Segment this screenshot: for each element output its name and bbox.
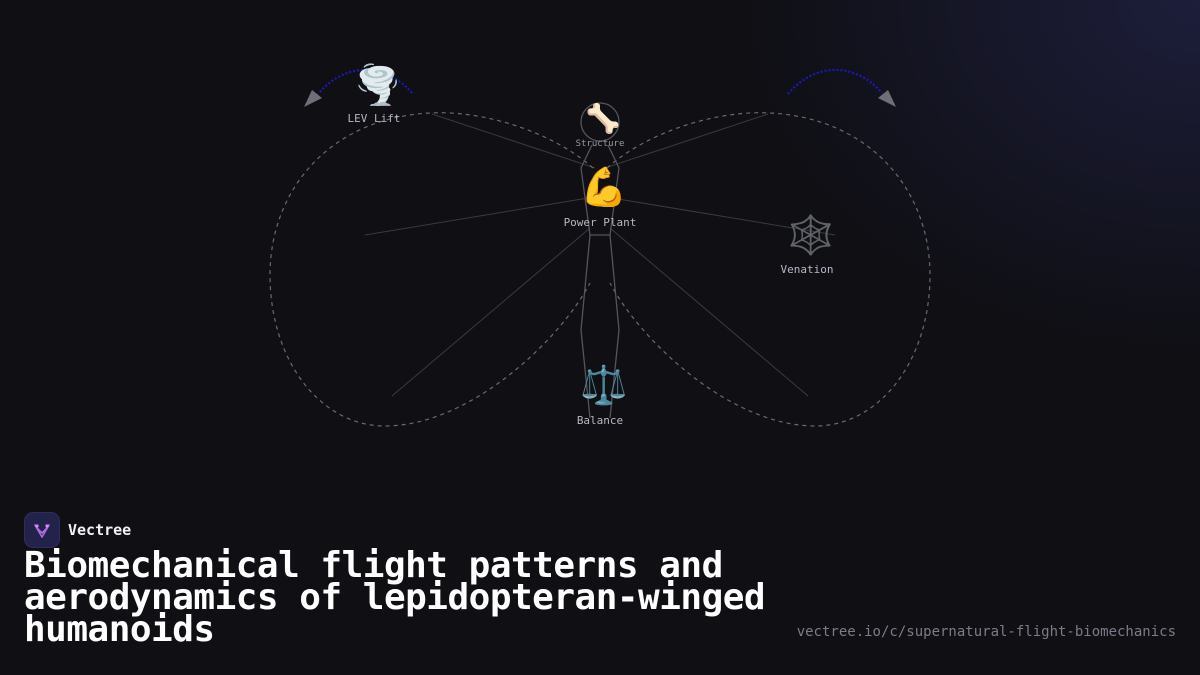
torso-outline bbox=[580, 144, 620, 236]
brand: Vectree bbox=[24, 512, 131, 548]
node-venation: 🕸️ Venation bbox=[781, 213, 835, 276]
node-label: Power Plant bbox=[564, 216, 637, 229]
right-arrowhead-icon bbox=[878, 90, 896, 107]
node-label: Venation bbox=[781, 263, 834, 276]
node-lev-lift: 🌪️ LEV Lift bbox=[348, 62, 402, 125]
page-url[interactable]: vectree.io/c/supernatural-flight-biomech… bbox=[796, 624, 1176, 640]
right-wing-outline bbox=[606, 112, 931, 427]
spoke bbox=[431, 113, 596, 169]
right-leg-outline bbox=[609, 234, 620, 419]
left-leg-outline bbox=[580, 234, 591, 419]
spider-web-icon: 🕸️ bbox=[787, 213, 834, 257]
spoke bbox=[364, 197, 589, 236]
tornado-icon: 🌪️ bbox=[354, 62, 401, 108]
left-wing-outline bbox=[269, 112, 594, 427]
spoke bbox=[611, 197, 836, 236]
node-label: Structure bbox=[576, 139, 625, 149]
balance-scale-icon: ⚖️ bbox=[580, 363, 627, 407]
node-label: LEV Lift bbox=[348, 112, 401, 125]
node-structure: 🦴 Structure bbox=[576, 101, 625, 149]
vectree-logo-icon bbox=[24, 512, 60, 548]
node-power-plant: 💪 Power Plant bbox=[564, 165, 637, 229]
spoke bbox=[391, 227, 591, 397]
brand-name: Vectree bbox=[68, 521, 132, 539]
bone-icon: 🦴 bbox=[586, 101, 621, 135]
left-arrowhead-icon bbox=[304, 90, 322, 107]
spoke bbox=[604, 113, 769, 169]
humanoid-body bbox=[580, 102, 620, 419]
spoke bbox=[609, 227, 809, 397]
wing-spokes bbox=[364, 113, 836, 397]
node-label: Balance bbox=[577, 414, 623, 427]
node-balance: ⚖️ Balance bbox=[577, 363, 628, 427]
page-title: Biomechanical flight patterns and aerody… bbox=[24, 545, 766, 650]
right-flap-arc bbox=[787, 68, 883, 95]
flexed-biceps-icon: 💪 bbox=[580, 165, 627, 209]
left-flap-arc bbox=[317, 68, 413, 95]
head-outline bbox=[580, 102, 620, 142]
